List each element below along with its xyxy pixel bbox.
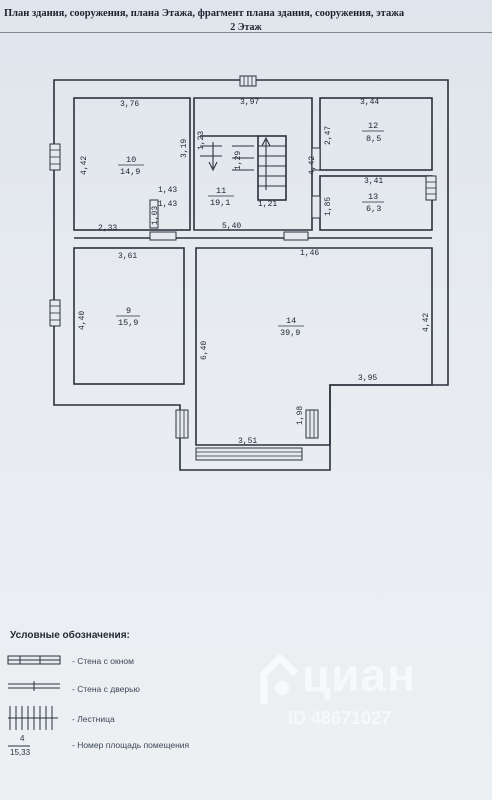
door-room10 xyxy=(149,199,159,229)
room-10-outline xyxy=(73,97,191,231)
dim-stair-b: 1,29 xyxy=(234,151,243,170)
stair-treads xyxy=(200,145,286,187)
dim-r9-left: 4,40 xyxy=(78,311,87,330)
legend-symbols xyxy=(7,655,61,747)
document-header: План здания, сооружения, плана Этажа, фр… xyxy=(0,6,492,33)
door-room13 xyxy=(311,195,321,219)
outer-wall xyxy=(53,79,449,471)
dim-r13-left: 1,85 xyxy=(324,197,333,216)
dim-r9-top: 3,61 xyxy=(118,252,137,261)
room-13-area: 6,3 xyxy=(366,204,381,214)
room-12-number: 12 xyxy=(368,121,378,131)
dim-bay-side: 1,98 xyxy=(296,406,305,425)
dim-stair-a: 1,23 xyxy=(197,131,206,150)
door-markers xyxy=(149,147,321,241)
room-labels: 10 14,9 11 19,1 12 8,5 13 6,3 9 15,9 14 … xyxy=(116,121,384,338)
legend-title: Условные обозначения: xyxy=(10,630,130,641)
room-10-area: 14,9 xyxy=(120,167,140,177)
room-14-area: 39,9 xyxy=(280,328,300,338)
legend-sample-area: 15,33 xyxy=(10,748,31,757)
dimension-labels: 3,76 3,97 3,44 4,42 3,19 1,23 1,29 2,47 … xyxy=(78,98,431,446)
legend-door-wall-symbol xyxy=(8,681,60,691)
room-14-outline xyxy=(195,247,433,446)
legend-window-wall-symbol xyxy=(7,655,61,665)
dim-r14-left: 6,40 xyxy=(200,341,209,360)
door-room12 xyxy=(311,147,321,171)
stair-box xyxy=(257,135,287,201)
room-10-number: 10 xyxy=(126,155,136,165)
dim-r12-right: 2,47 xyxy=(324,126,333,145)
dim-r10-br3: 1,03 xyxy=(151,206,160,225)
room-11-area: 19,1 xyxy=(210,198,230,208)
window-bay-left xyxy=(175,409,189,439)
legend-item-window-wall: - Стена с окном xyxy=(72,656,134,666)
floor-title: 2 Этаж xyxy=(230,22,262,33)
dim-r14-mid: 3,95 xyxy=(358,374,377,383)
room-12-outline xyxy=(319,97,433,171)
watermark-brand: циан xyxy=(302,649,416,701)
dim-r10-br1: 1,43 xyxy=(158,186,177,195)
dim-r10-bottom: 2,33 xyxy=(98,224,117,233)
room-9-outline xyxy=(73,247,185,385)
dim-r10-right: 3,19 xyxy=(180,139,189,158)
stair-arrows xyxy=(208,136,271,190)
legend-sample-number: 4 xyxy=(20,734,25,743)
legend-stair-symbol xyxy=(8,706,58,730)
dim-r10-left: 4,42 xyxy=(80,156,89,175)
window-ticks xyxy=(50,76,436,457)
dim-r12-left: 4,42 xyxy=(308,156,317,175)
room-9-number: 9 xyxy=(126,306,131,316)
legend-item-stair: - Лестница xyxy=(72,714,115,724)
legend: Условные обозначения: - Стена с окном - … xyxy=(10,630,310,770)
dim-bay-bottom: 3,51 xyxy=(238,437,257,446)
legend-item-door-wall: - Стена с дверью xyxy=(72,684,140,694)
dim-r14-topright: 1,46 xyxy=(300,249,319,258)
cian-logo-icon xyxy=(260,654,299,704)
window-bay-bottom xyxy=(195,447,303,461)
dim-r12-top: 3,44 xyxy=(360,98,379,107)
door-room9 xyxy=(149,231,177,241)
legend-item-room-number: - Номер площадь помещения xyxy=(72,740,190,750)
room-13-number: 13 xyxy=(368,192,378,202)
dim-r10-top: 3,76 xyxy=(120,100,139,109)
dim-r11-top: 3,97 xyxy=(240,98,259,107)
dim-r10-br2: 1,43 xyxy=(158,200,177,209)
watermark: циан ID 48671027 xyxy=(260,640,482,740)
dim-hall-bottom: 5,40 xyxy=(222,222,241,231)
watermark-id: ID 48671027 xyxy=(288,708,392,728)
dim-hall-right: 1,21 xyxy=(258,200,277,209)
window-bay-right xyxy=(305,409,319,439)
document-title: План здания, сооружения, плана Этажа, фр… xyxy=(4,8,405,19)
room-11-number: 11 xyxy=(216,186,226,196)
room-12-area: 8,5 xyxy=(366,134,381,144)
dim-r14-right: 4,42 xyxy=(422,313,431,332)
room-9-area: 15,9 xyxy=(118,318,138,328)
door-room14 xyxy=(283,231,309,241)
room-11-outline xyxy=(193,97,313,231)
dim-r13-top: 3,41 xyxy=(364,177,383,186)
room-14-number: 14 xyxy=(286,316,296,326)
